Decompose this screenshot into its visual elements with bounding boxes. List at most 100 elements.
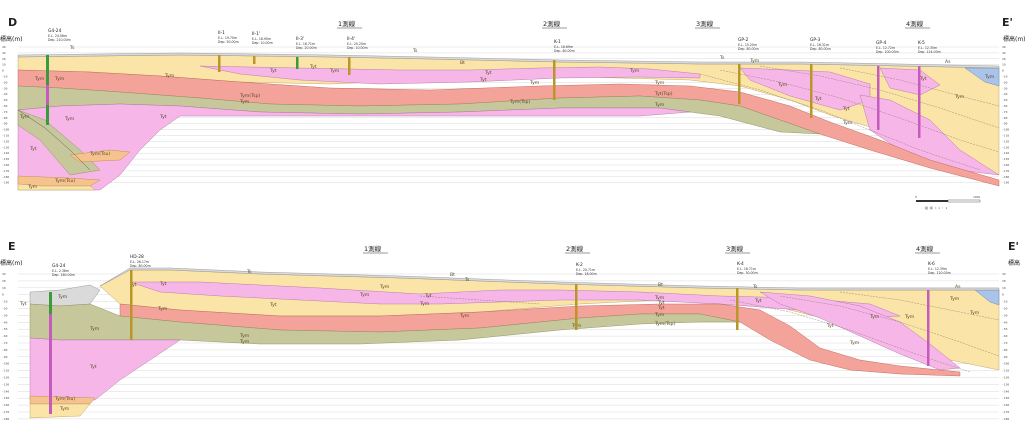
tick-label: -20	[1002, 80, 1008, 84]
survey-line-headers: 1測線 2測線 3測線 4測線	[363, 244, 940, 254]
tick-label: -40	[1002, 92, 1008, 96]
geo-label: Tyt	[309, 64, 317, 70]
survey-line-3: 3測線	[696, 19, 714, 28]
svg-text:HD-28: HD-28	[130, 254, 144, 260]
geo-label: Tyt(Tsp)	[654, 91, 673, 97]
geo-label: Tyt	[479, 77, 487, 83]
tick-label: -160	[1002, 163, 1009, 167]
tick-label: -90	[1002, 355, 1008, 359]
tick-label: -20	[2, 307, 8, 311]
geo-label: Tym	[54, 76, 65, 82]
svg-text:K-6: K-6	[928, 261, 935, 267]
svg-text:II-1': II-1'	[252, 31, 260, 37]
svg-text:E.L. 26.17m: E.L. 26.17m	[130, 260, 149, 264]
tick-label: -10	[2, 300, 8, 304]
borehole-gp-2: GP-2 E.L. 15.25m Dep. 80.00m	[738, 37, 759, 104]
svg-text:E.L. 16.71m: E.L. 16.71m	[296, 42, 315, 46]
layer-tsu-1	[69, 149, 131, 163]
svg-text:Dep. 10.00m: Dep. 10.00m	[252, 41, 273, 45]
geo-label: Ts	[464, 277, 470, 283]
svg-text:Dep. 80.00m: Dep. 80.00m	[810, 47, 831, 51]
borehole-ii-1: II-1 E.L. 19.70m Dep. 50.00m	[218, 30, 239, 72]
tick-label: -60	[2, 334, 8, 338]
geo-label: Tym	[239, 99, 250, 105]
svg-text:Dep. 210.00m: Dep. 210.00m	[48, 38, 71, 42]
geo-label: Tym	[34, 76, 45, 82]
tick-label: -120	[1002, 139, 1009, 143]
geo-label: Tym	[57, 294, 68, 300]
svg-text:E.L. 16.71m: E.L. 16.71m	[737, 267, 756, 271]
tick-label: -30	[1002, 313, 1008, 317]
geo-label: Tym	[654, 80, 665, 86]
geo-label: Tym	[654, 295, 665, 301]
layer-tyt-right	[759, 291, 961, 371]
geo-label: Tyt	[826, 323, 834, 329]
section-bottom-label-left: E	[8, 240, 16, 253]
geo-label: Tyt	[754, 298, 762, 304]
geo-label: Tym	[239, 333, 250, 339]
geo-label: Tym	[164, 73, 175, 79]
tick-label: -120	[2, 139, 9, 143]
geo-label: Tyt	[269, 68, 277, 74]
survey-line-2: 2測線	[566, 244, 584, 253]
svg-text:K-5: K-5	[918, 40, 925, 46]
tick-labels-left: 403020100-10-20-30-40-50-60-70-80-90-100…	[2, 45, 9, 185]
tick-label: -180	[1002, 417, 1009, 421]
tick-label: -40	[2, 320, 8, 324]
tick-label: -110	[2, 369, 9, 373]
borehole-k-2: K-2 E.L. 20.71m Dep. 18.00m	[575, 262, 597, 330]
tick-label: -10	[2, 75, 8, 79]
geo-label: Tyt	[484, 70, 492, 76]
tick-label: -150	[1002, 396, 1009, 400]
layer-surface-gray	[99, 267, 1000, 291]
geo-label: Ts	[719, 55, 725, 61]
tick-labels-right: 3020100-10-20-30-40-50-60-70-80-90-100-1…	[1002, 272, 1009, 421]
svg-text:Dep. 20.00m: Dep. 20.00m	[296, 46, 317, 50]
geo-label: Bt	[658, 282, 663, 288]
tick-label: 10	[2, 286, 6, 290]
svg-text:E.L. 16.31m: E.L. 16.31m	[810, 43, 829, 47]
geo-label: Tyt	[89, 364, 97, 370]
tick-label: -150	[2, 157, 9, 161]
tick-label: -180	[2, 175, 9, 179]
tick-label: -90	[1002, 122, 1008, 126]
svg-text:E.L. 19.70m: E.L. 19.70m	[218, 36, 237, 40]
svg-text:E.L. 15.25m: E.L. 15.25m	[738, 43, 757, 47]
svg-text:E.L. 16.69m: E.L. 16.69m	[554, 45, 573, 49]
geo-label: Tym(Tsp)	[239, 93, 260, 99]
tick-label: -60	[2, 104, 8, 108]
tick-label: -120	[1002, 376, 1009, 380]
tick-label: 40	[1002, 45, 1006, 49]
borehole-k-5: K-5 E.L. 12.30m Dep. 124.00m	[918, 40, 941, 138]
geo-label: Tym	[777, 82, 788, 88]
tick-label: -130	[2, 145, 9, 149]
borehole-g4-24: G4-24 E.L. 24.06m Dep. 210.00m	[46, 28, 71, 125]
geo-label: Tym(Tsp)	[654, 321, 675, 327]
tick-label: 10	[1002, 63, 1006, 67]
geo-label: Tym(Tsu)	[54, 178, 75, 184]
tick-label: 20	[2, 57, 6, 61]
geo-label: Tym	[459, 313, 470, 319]
svg-text:K-2: K-2	[576, 262, 583, 268]
geo-label: Tyt	[29, 146, 37, 152]
borehole-ii-3: II-3' E.L. 16.71m Dep. 20.00m	[296, 36, 317, 69]
geo-label: Tym	[64, 116, 75, 122]
svg-text:Dep. 18.00m: Dep. 18.00m	[576, 272, 597, 276]
geo-label: Tyt	[657, 305, 665, 311]
geo-label: Tyt	[159, 114, 167, 120]
borehole-g4-24: G4-24 E.L. 2.38m Dep. 160.00m	[49, 263, 75, 414]
layer-blue-as	[964, 67, 1000, 87]
svg-text:Dep. 80.00m: Dep. 80.00m	[130, 264, 151, 268]
survey-line-2: 2測線	[543, 19, 561, 28]
svg-text:E.L. 20.71m: E.L. 20.71m	[576, 268, 595, 272]
layer-tyt-lower	[17, 103, 691, 191]
svg-text:K-4: K-4	[737, 261, 744, 267]
tick-label: -50	[1002, 98, 1008, 102]
tick-label: -100	[1002, 362, 1009, 366]
tick-label: -120	[2, 376, 9, 380]
tick-label: -40	[1002, 320, 1008, 324]
tick-label: 30	[1002, 51, 1006, 55]
tick-label: -50	[2, 327, 8, 331]
tick-label: 0	[2, 293, 4, 297]
svg-text:100m: 100m	[973, 195, 980, 199]
